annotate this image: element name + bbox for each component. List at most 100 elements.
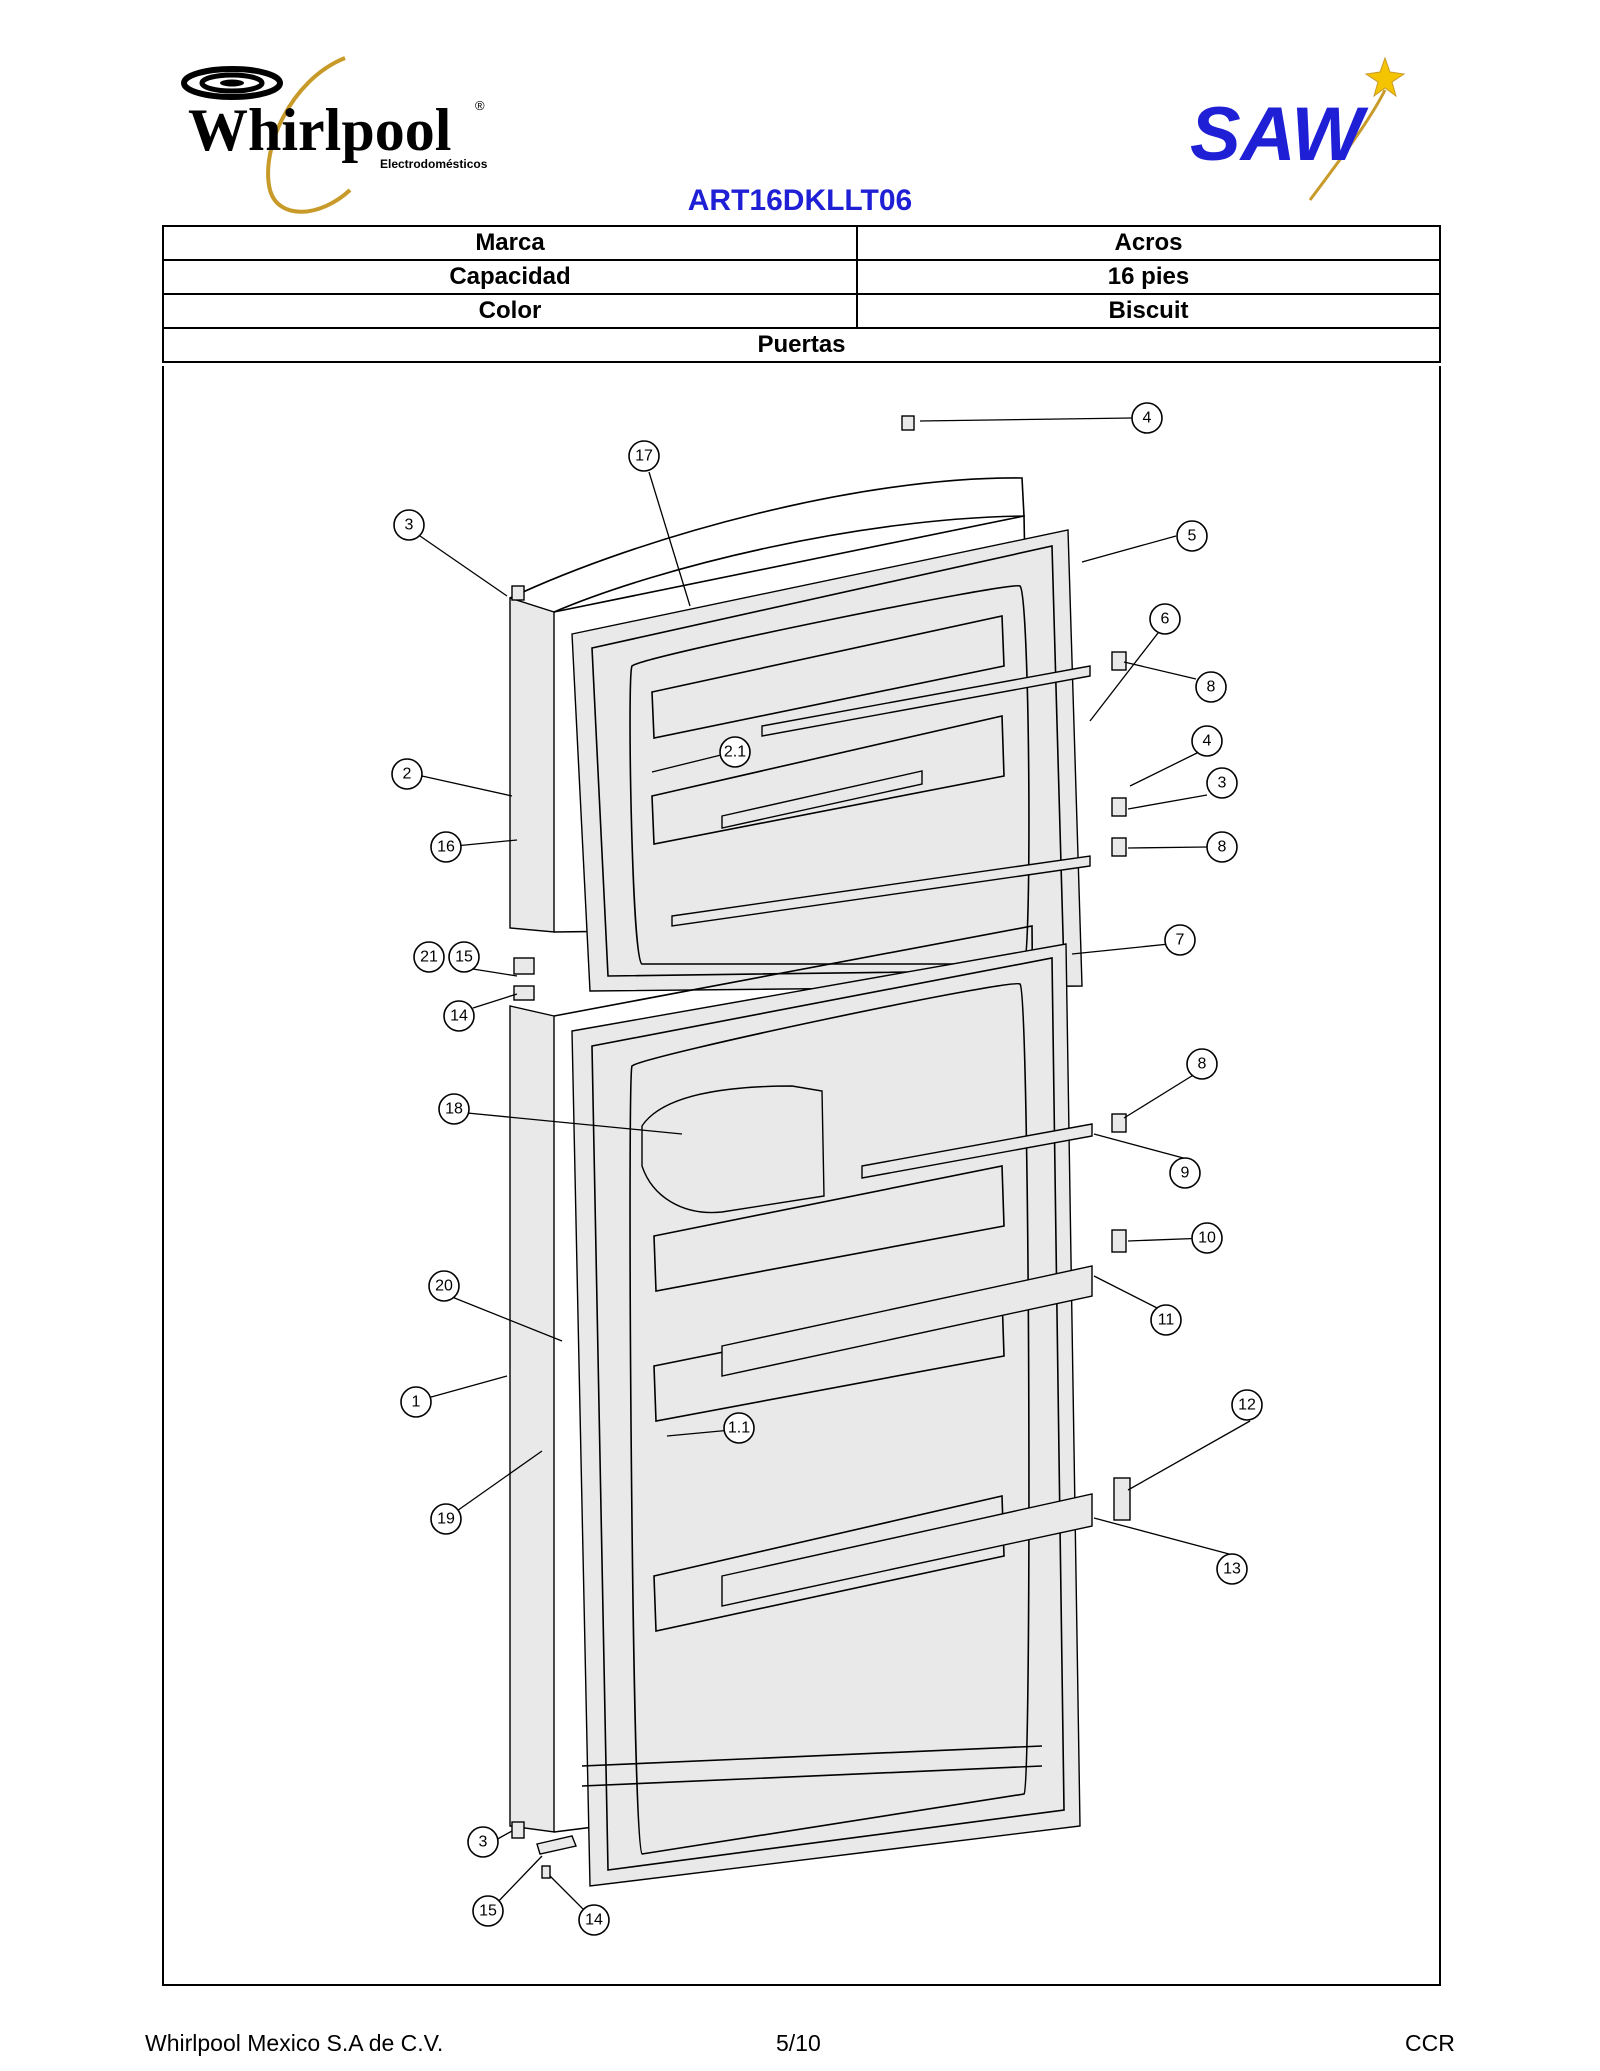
upper-rail-6: [761, 665, 1091, 737]
middle-hinge: [513, 957, 535, 975]
registered-mark: ®: [475, 98, 485, 113]
saw-wordmark: SAW: [1190, 92, 1369, 177]
whirlpool-tagline: Electrodomésticos: [380, 157, 488, 171]
callout-11: 11: [1150, 1304, 1182, 1336]
svg-text:18: 18: [445, 1101, 463, 1118]
upper-shelf-1: [651, 615, 1005, 739]
callout-15-mid: 15: [448, 941, 480, 973]
lower-shelf-1: [653, 1165, 1005, 1292]
callout-6: 6: [1149, 603, 1181, 635]
callout-9: 9: [1169, 1157, 1201, 1189]
callout-3-top: 3: [393, 509, 425, 541]
door-drawing: [509, 415, 1131, 1887]
hinge-bushing-top: [511, 585, 525, 601]
leader-lines: [419, 417, 1251, 1917]
callout-4-mid: 4: [1191, 725, 1223, 757]
lower-shelf-3: [653, 1495, 1005, 1632]
footer-page-number: 5/10: [776, 2030, 821, 2056]
section-row: Puertas: [162, 327, 1441, 363]
callout-2: 2: [391, 758, 423, 790]
svg-text:8: 8: [1218, 839, 1227, 856]
dairy-compartment: [641, 1085, 825, 1214]
callout-3-mid: 3: [1206, 767, 1238, 799]
diagram-frame: [162, 366, 1441, 1986]
svg-text:6: 6: [1161, 611, 1170, 628]
door-exploded-diagram: 4 17 3 5 6 8 2.1 4 2 3 16 8 21 15 7 14 8…: [391, 402, 1263, 1936]
callout-12: 12: [1231, 1389, 1263, 1421]
spec-row-brand: Marca Acros: [162, 225, 1441, 261]
handle-12: [1113, 1477, 1131, 1521]
svg-text:17: 17: [635, 448, 653, 465]
svg-text:20: 20: [435, 1278, 453, 1295]
spec-row-capacity: Capacidad 16 pies: [162, 259, 1441, 295]
lower-door-bottom: [581, 1745, 1043, 1787]
lower-door-gasket-inner: [591, 957, 1065, 1871]
spec-value: Acros: [856, 225, 1441, 261]
hinge-cup: [1111, 797, 1127, 817]
upper-rail-lower: [671, 855, 1091, 927]
bottom-hinge-plate: [536, 1835, 577, 1855]
svg-text:9: 9: [1181, 1165, 1190, 1182]
gold-swoosh: [266, 56, 352, 214]
upper-door-hinge-edge: [509, 597, 555, 933]
lower-rail-11: [721, 1265, 1093, 1377]
callout-14-bottom: 14: [578, 1904, 610, 1936]
svg-text:8: 8: [1198, 1056, 1207, 1073]
door-stop-8: [1111, 837, 1127, 857]
footer-company: Whirlpool Mexico S.A de C.V.: [145, 2030, 444, 2056]
model-number: ART16DKLLT06: [687, 184, 913, 217]
callout-1-1: 1.1: [723, 1412, 755, 1444]
saw-logo: SAW: [1190, 56, 1406, 201]
lower-rail-9: [861, 1123, 1093, 1179]
callout-10: 10: [1191, 1222, 1223, 1254]
star-swoosh: [1308, 89, 1387, 201]
callout-14-mid: 14: [443, 1000, 475, 1032]
callout-18: 18: [438, 1093, 470, 1125]
upper-door-top-cap: [509, 477, 1025, 613]
svg-text:3: 3: [479, 1834, 488, 1851]
callout-3-bottom: 3: [467, 1826, 499, 1858]
callout-5: 5: [1176, 520, 1208, 552]
whirlpool-wordmark: Whirlpool: [188, 97, 451, 163]
callout-13: 13: [1216, 1553, 1248, 1585]
spec-label: Color: [162, 293, 858, 329]
hinge-pin-top: [901, 415, 915, 431]
svg-text:2.1: 2.1: [724, 744, 746, 761]
callout-8-lower: 8: [1186, 1048, 1218, 1080]
star-icon: [1364, 56, 1406, 98]
lower-door-liner: [629, 982, 1030, 1855]
svg-text:8: 8: [1207, 679, 1216, 696]
svg-text:12: 12: [1238, 1397, 1256, 1414]
svg-text:3: 3: [1218, 775, 1227, 792]
bottom-screw: [541, 1865, 551, 1879]
svg-text:10: 10: [1198, 1230, 1216, 1247]
svg-text:4: 4: [1143, 410, 1152, 427]
lower-door-hinge-edge: [509, 1005, 555, 1833]
handle-clip-10: [1111, 1229, 1127, 1253]
callout-21: 21: [413, 941, 445, 973]
svg-text:14: 14: [450, 1008, 468, 1025]
callout-17: 17: [628, 440, 660, 472]
svg-text:7: 7: [1176, 932, 1185, 949]
callout-15-bottom: 15: [472, 1895, 504, 1927]
svg-text:1: 1: [412, 1394, 421, 1411]
svg-text:21: 21: [420, 949, 438, 966]
whirlpool-logo: Whirlpool ® Electrodomésticos: [181, 56, 488, 214]
svg-text:15: 15: [479, 1903, 497, 1920]
upper-door-gasket: [571, 529, 1083, 992]
callout-1: 1: [400, 1386, 432, 1418]
spec-row-color: Color Biscuit: [162, 293, 1441, 329]
middle-hinge-pin: [513, 985, 535, 1001]
spec-value: 16 pies: [856, 259, 1441, 295]
svg-text:19: 19: [437, 1511, 455, 1528]
callout-8-mid: 8: [1206, 831, 1238, 863]
callout-2-1: 2.1: [719, 736, 751, 768]
spec-table: Marca Acros Capacidad 16 pies Color Bisc…: [162, 225, 1441, 363]
callout-20: 20: [428, 1270, 460, 1302]
callout-7: 7: [1164, 924, 1196, 956]
callout-19: 19: [430, 1503, 462, 1535]
svg-text:16: 16: [437, 839, 455, 856]
hinge-pin-bottom: [511, 1821, 525, 1839]
spec-value: Biscuit: [856, 293, 1441, 329]
upper-door-liner: [629, 585, 1030, 965]
